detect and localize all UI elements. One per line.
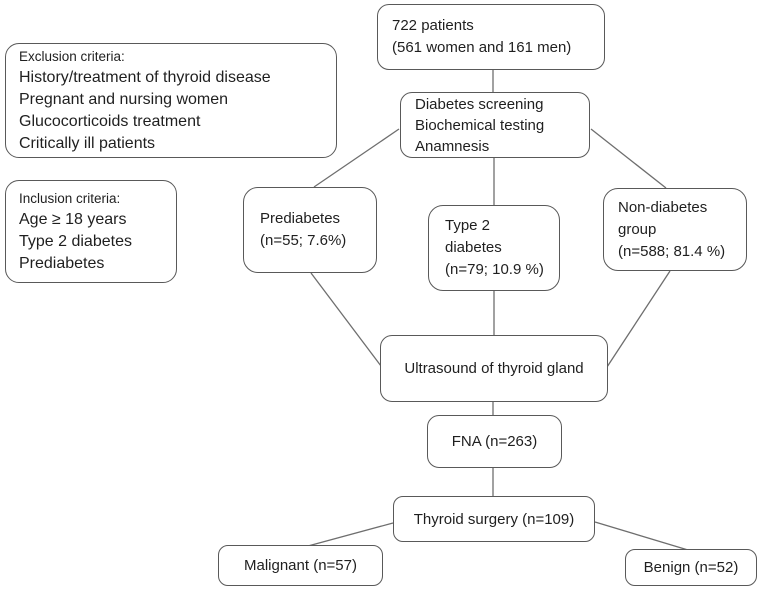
connector-prediabetes-ultrasound <box>310 272 382 367</box>
inclusion-title: Inclusion criteria: <box>19 190 121 206</box>
node-exclusion-criteria: Exclusion criteria: History/treatment of… <box>5 43 337 158</box>
type2-label: diabetes <box>445 239 502 256</box>
screening-line: Biochemical testing <box>415 116 545 134</box>
connector-screening-prediabetes <box>313 128 400 188</box>
screening-line: Anamnesis <box>415 137 490 155</box>
malignant-label: Malignant (n=57) <box>244 557 357 574</box>
node-prediabetes-group: Prediabetes (n=55; 7.6%) <box>243 187 377 273</box>
inclusion-item: Type 2 diabetes <box>19 232 132 250</box>
node-inclusion-criteria: Inclusion criteria: Age ≥ 18 years Type … <box>5 180 177 283</box>
node-fna: FNA (n=263) <box>427 415 562 468</box>
node-benign: Benign (n=52) <box>625 549 757 586</box>
surgery-label: Thyroid surgery (n=109) <box>413 510 575 528</box>
inclusion-item: Age ≥ 18 years <box>19 210 127 228</box>
type2-count: (n=79; 10.9 %) <box>445 261 544 278</box>
connector-nondiabetes-ultrasound <box>606 270 671 368</box>
node-diabetes-screening: Diabetes screening Biochemical testing A… <box>400 92 590 158</box>
screening-line: Diabetes screening <box>415 95 544 113</box>
exclusion-item: Pregnant and nursing women <box>19 90 229 108</box>
nondiabetes-label: Non-diabetes <box>618 198 708 216</box>
exclusion-title: Exclusion criteria: <box>19 48 125 64</box>
connector-surgery-malignant <box>307 522 394 547</box>
nondiabetes-count: (n=588; 81.4 %) <box>618 242 726 260</box>
type2-label: Type 2 <box>445 217 491 234</box>
benign-label: Benign (n=52) <box>643 559 739 576</box>
node-type2-diabetes-group: Type 2 diabetes (n=79; 10.9 %) <box>428 205 560 291</box>
node-malignant: Malignant (n=57) <box>218 545 383 586</box>
exclusion-item: History/treatment of thyroid disease <box>19 68 271 86</box>
node-thyroid-surgery: Thyroid surgery (n=109) <box>393 496 595 542</box>
fna-label: FNA (n=263) <box>451 433 538 450</box>
node-ultrasound: Ultrasound of thyroid gland <box>380 335 608 402</box>
patients-breakdown: (561 women and 161 men) <box>392 39 572 56</box>
prediabetes-label: Prediabetes <box>260 210 341 227</box>
exclusion-item: Glucocorticoids treatment <box>19 112 201 130</box>
nondiabetes-label: group <box>618 220 657 238</box>
inclusion-item: Prediabetes <box>19 254 105 272</box>
prediabetes-count: (n=55; 7.6%) <box>260 232 347 249</box>
node-non-diabetes-group: Non-diabetes group (n=588; 81.4 %) <box>603 188 747 271</box>
connector-surgery-benign <box>594 521 689 551</box>
patients-count: 722 patients <box>392 17 474 34</box>
node-patients-total: 722 patients (561 women and 161 men) <box>377 4 605 70</box>
ultrasound-label: Ultrasound of thyroid gland <box>404 360 584 377</box>
connector-screening-nondiabetes <box>590 128 667 189</box>
exclusion-item: Critically ill patients <box>19 134 156 152</box>
